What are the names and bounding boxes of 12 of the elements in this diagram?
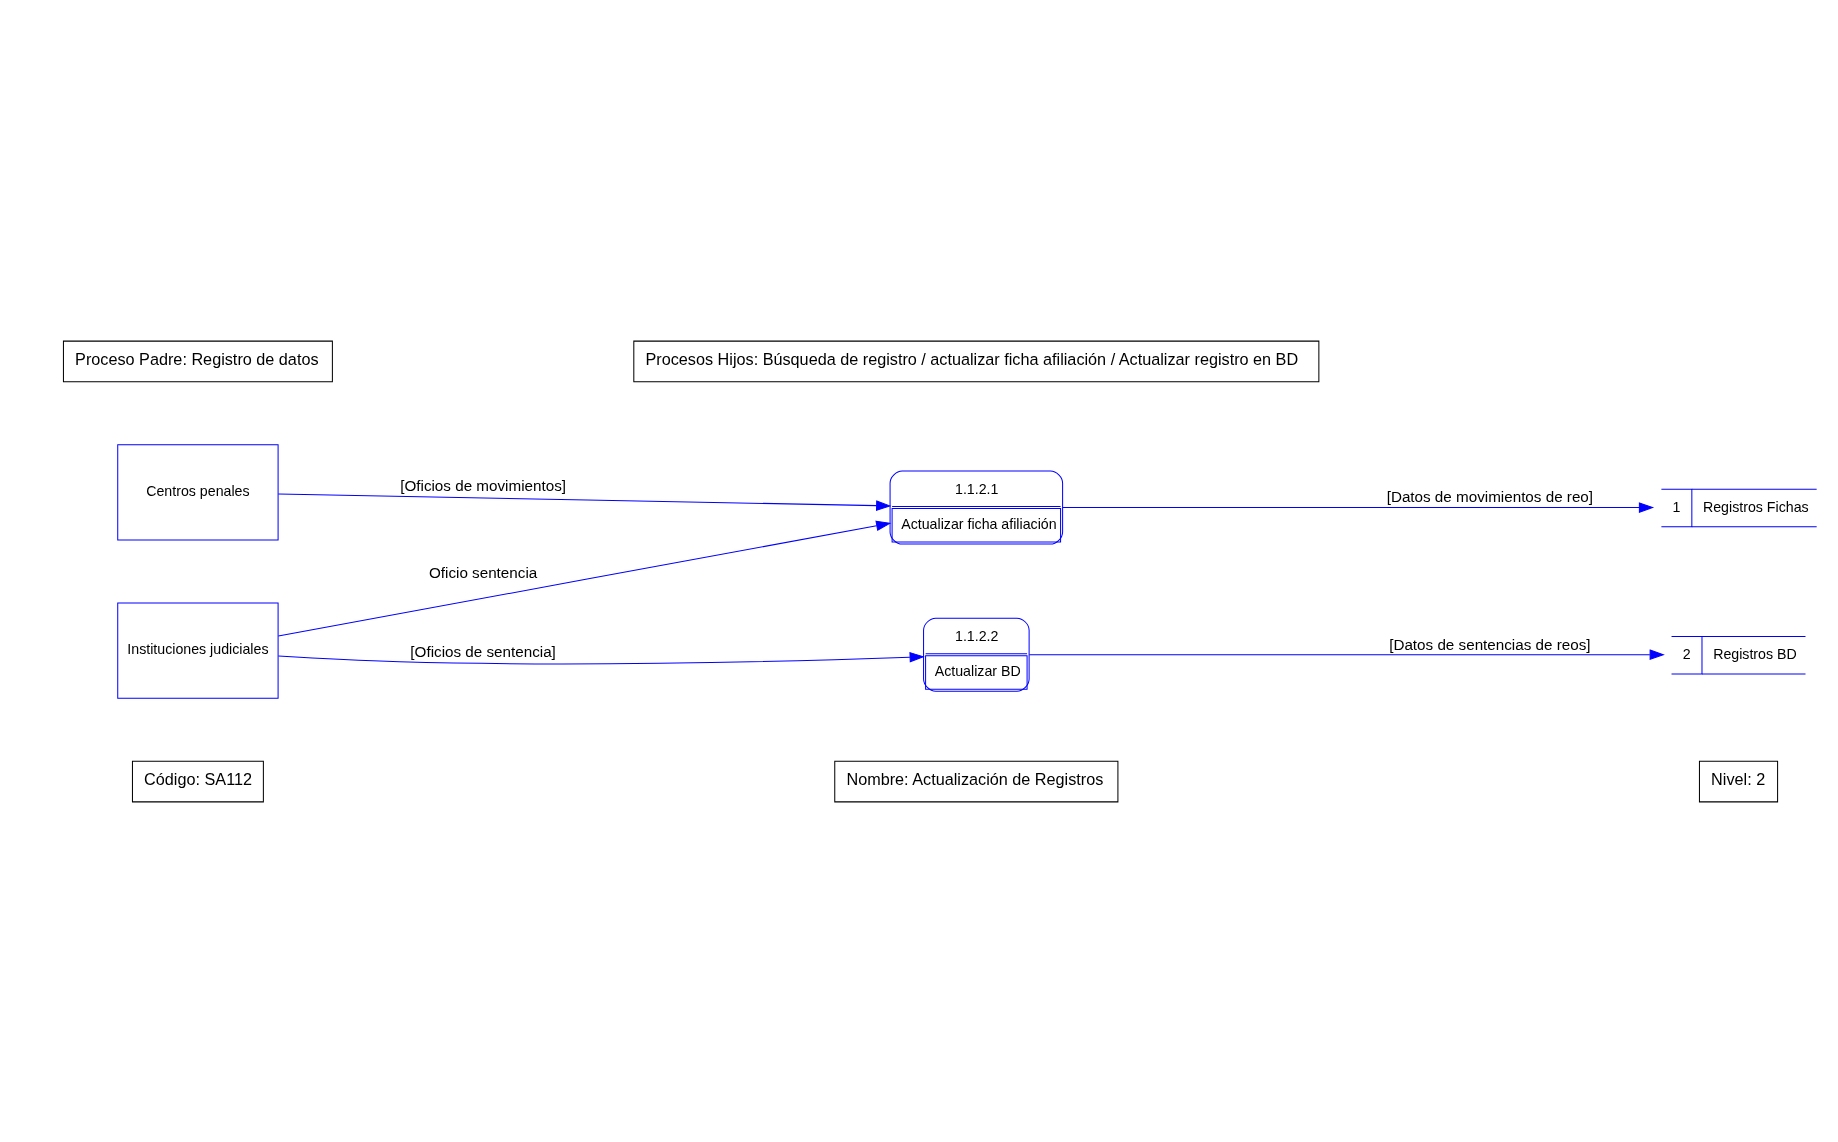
label: Procesos Hijos: Búsqueda de registro / actualizar ficha afiliación / Actualizar registro en BD bbox=[645, 349, 1299, 368]
label: Código: SA112 bbox=[144, 769, 253, 788]
node-text: 1 Registros Fichas bbox=[1672, 498, 1809, 515]
node-text: 2 Registros BD bbox=[1682, 645, 1797, 662]
label: Proceso Padre: Registro de datos bbox=[75, 349, 319, 368]
edge-label: [Datos de sentencias de reos] bbox=[1389, 635, 1591, 653]
edge-label: [Oficios de movimientos] bbox=[400, 476, 566, 494]
edge-label: [Oficios de sentencia] bbox=[410, 642, 556, 660]
edge-label: [Datos de movimientos de reo] bbox=[1386, 487, 1594, 505]
edge-label: Oficio sentencia bbox=[428, 563, 538, 581]
label: Nombre: Actualización de Registros bbox=[846, 769, 1104, 788]
label: Nivel: 2 bbox=[1711, 769, 1766, 788]
